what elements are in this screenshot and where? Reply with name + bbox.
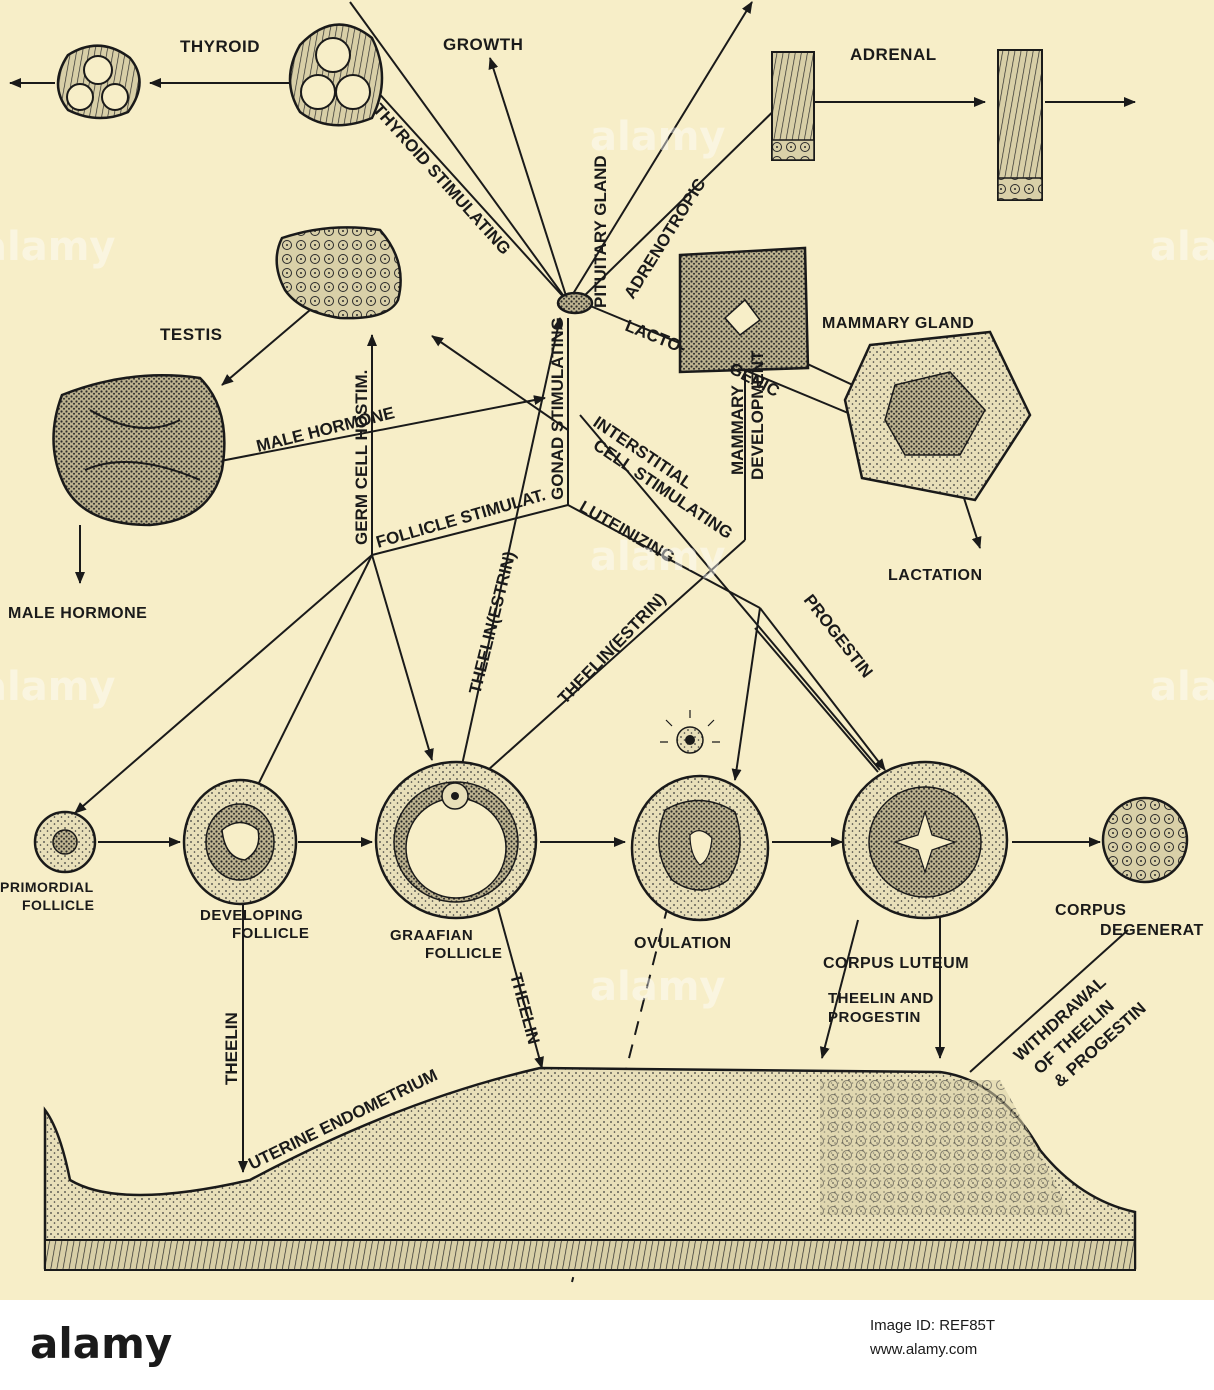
- label-male-hormone: MALE HORMONE: [8, 605, 147, 622]
- label-theelin-progestin-1: THEELIN AND: [828, 990, 934, 1007]
- line-interstitial-to-testis: [431, 335, 569, 431]
- line-to-graafian: [371, 554, 434, 761]
- developing-follicle: [182, 778, 298, 906]
- label-corpus-luteum: CORPUS LUTEUM: [823, 955, 969, 972]
- line-withdrawal: [969, 929, 1129, 1073]
- pathway-theelin-2: THEELIN: [506, 971, 543, 1046]
- label-testis: TESTIS: [160, 325, 223, 344]
- label-graafian-1: GRAAFIAN: [390, 927, 473, 944]
- thyroid-small: [56, 44, 141, 120]
- label-growth: GROWTH: [443, 35, 523, 54]
- pathway-thyroid-stimulating: THYROID STIMULATING: [369, 100, 514, 258]
- line-adrenotropic: [579, 94, 791, 301]
- label-adrenal: ADRENAL: [850, 45, 937, 64]
- line-to-corpus-luteum: [759, 607, 886, 771]
- corpus-luteum-body: [841, 760, 1009, 920]
- line-progestin: [754, 627, 879, 773]
- label-primordial-1: PRIMORDIAL: [0, 879, 94, 895]
- line-thyroid-stimulating: [364, 77, 569, 303]
- footer-bar: alamy Image ID: REF85T www.alamy.com: [0, 1300, 1214, 1390]
- line-pituitary-top-right: [567, 1, 753, 303]
- label-primordial-2: FOLLICLE: [22, 897, 94, 913]
- pathway-pituitary-gland: PITUITARY GLAND: [591, 155, 610, 308]
- watermark-3: alamy: [590, 964, 725, 1010]
- corpus-degenerating: [1101, 796, 1189, 884]
- diagram-canvas: THYROID GROWTH ADRENAL TESTIS MAMMARY GL…: [0, 0, 1214, 1300]
- pathway-germ-cell-hostim: GERM CELL HOSTIM.: [352, 370, 371, 545]
- adrenal-large: [997, 49, 1043, 201]
- uterine-endometrium-section: [43, 1066, 1137, 1271]
- label-developing-1: DEVELOPING: [200, 907, 303, 924]
- mammary-gland: [678, 246, 810, 374]
- line-to-primordial: [74, 554, 373, 814]
- watermark-4: alamy: [0, 224, 115, 270]
- hormone-diagram: THYROID GROWTH ADRENAL TESTIS MAMMARY GL…: [0, 1, 1214, 1283]
- pathway-gonad-stimulating: GONAD STIMULATING: [548, 317, 567, 500]
- graafian-follicle: [374, 760, 538, 920]
- footer-image-id: Image ID: REF85T: [870, 1317, 995, 1334]
- line-theelin-2: [497, 907, 544, 1069]
- line-testis-chain: [221, 309, 311, 386]
- labels: THYROID GROWTH ADRENAL TESTIS MAMMARY GL…: [0, 35, 1204, 1026]
- pathway-theelin-1: THEELIN: [222, 1012, 241, 1085]
- pathway-progestin: PROGESTIN: [800, 591, 877, 682]
- thyroid-large: [288, 23, 384, 127]
- line-to-ovulation: [731, 607, 761, 781]
- label-thyroid: THYROID: [180, 37, 260, 56]
- adrenal-small: [771, 51, 815, 161]
- footer-graphics: alamy Image ID: REF85T www.alamy.com: [30, 1317, 995, 1368]
- watermark-7: alamy: [1150, 664, 1214, 710]
- label-corpus-degen-1: CORPUS: [1055, 902, 1126, 919]
- label-lactation: LACTATION: [888, 567, 983, 584]
- testis-lower: [52, 374, 226, 527]
- pathway-male-hormone: MALE HORMONE: [254, 403, 396, 456]
- label-graafian-2: FOLLICLE: [425, 945, 502, 962]
- primordial-follicle: [33, 810, 97, 874]
- pathway-follicle-stimulat: FOLLICLE STIMULAT.: [374, 485, 548, 552]
- watermarks: alamy alamy alamy alamy alamy alamy alam…: [0, 114, 1214, 1010]
- watermark-2: alamy: [590, 534, 725, 580]
- line-theelin-progestin-1: [819, 919, 859, 1059]
- watermark-1: alamy: [590, 114, 725, 160]
- pathway-lines: [9, 1, 1136, 1283]
- label-developing-2: FOLLICLE: [232, 925, 309, 942]
- label-theelin-progestin-2: PROGESTIN: [828, 1009, 921, 1026]
- pathway-mammary: MAMMARY: [728, 384, 747, 475]
- watermark-5: alamy: [1150, 224, 1214, 270]
- line-pituitary-top-left: [349, 1, 569, 303]
- line-growth: [488, 57, 569, 303]
- label-ovulation: OVULATION: [634, 935, 732, 952]
- ovulation-follicle: [630, 710, 770, 922]
- pathway-theelin-estrin-1: THEELIN(ESTRIN): [465, 549, 519, 696]
- watermark-6: alamy: [0, 664, 115, 710]
- footer-url[interactable]: www.alamy.com: [869, 1341, 977, 1358]
- footer-logo[interactable]: alamy: [30, 1319, 172, 1368]
- testis-upper: [275, 226, 402, 320]
- pituitary-gland: [556, 291, 594, 315]
- line-theelin-estrin-2: [487, 539, 746, 771]
- label-mammary-gland: MAMMARY GLAND: [822, 315, 974, 332]
- label-corpus-degen-2: DEGENERAT: [1100, 922, 1204, 939]
- pathway-theelin-estrin-2: THEELIN(ESTRIN): [554, 589, 669, 708]
- lactation-gland: [843, 330, 1032, 502]
- line-theelin-estrin-1: [461, 317, 563, 766]
- line-to-developing: [247, 554, 373, 806]
- line-progestin-back: [579, 414, 881, 771]
- pathway-development: DEVELOPMENT: [748, 350, 767, 480]
- footer-info: Image ID: REF85T www.alamy.com: [869, 1317, 995, 1358]
- line-follicle-stimulat: [371, 504, 569, 556]
